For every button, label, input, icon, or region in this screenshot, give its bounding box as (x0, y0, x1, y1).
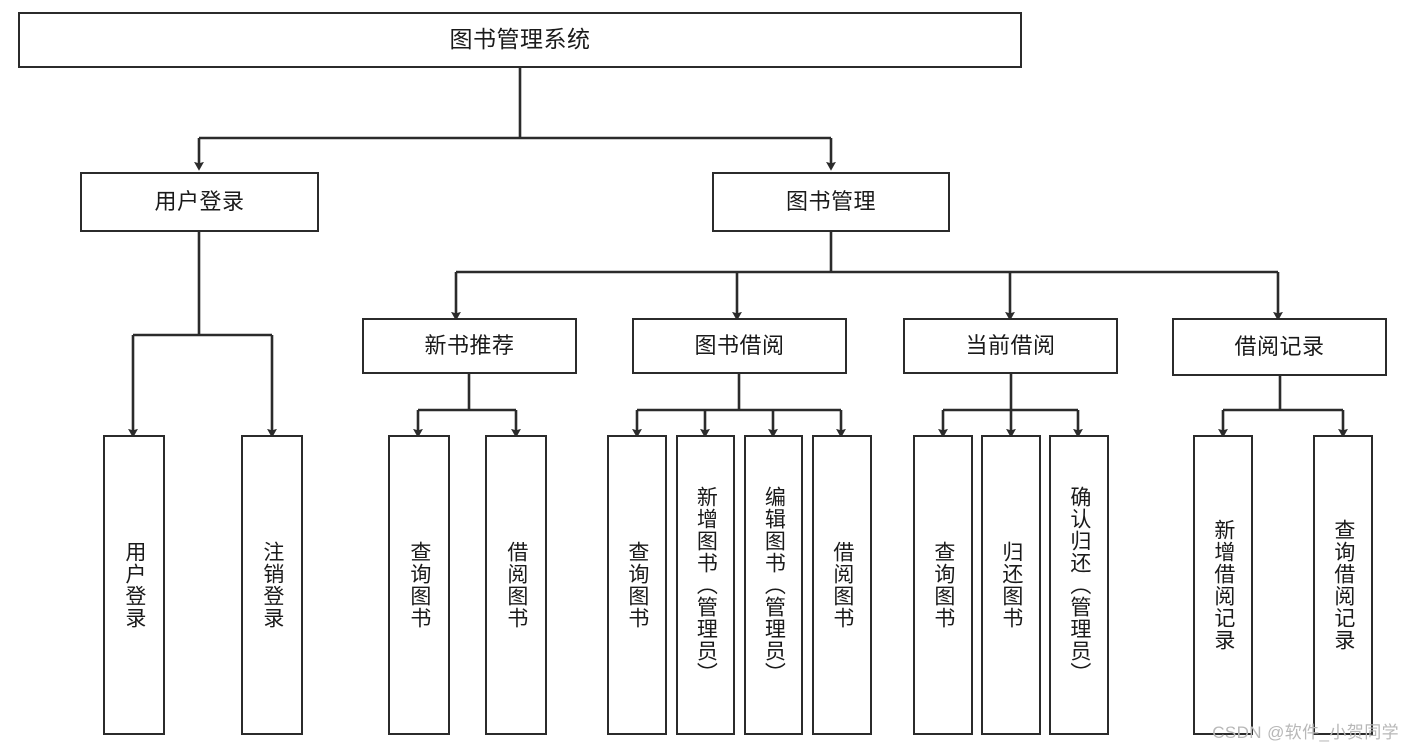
node-current-borrow[interactable]: 当前借阅 (903, 318, 1118, 374)
node-label: 用户登录 (122, 541, 146, 629)
leaf-current-query-book[interactable]: 查询图书 (913, 435, 973, 735)
node-label: 图书管理 (785, 189, 876, 215)
node-label: 新增图书（管理员） (694, 486, 718, 684)
leaf-borrow-edit-book[interactable]: 编辑图书（管理员） (744, 435, 803, 735)
node-label: 归还图书 (999, 541, 1023, 629)
node-label: 新增借阅记录 (1211, 519, 1235, 651)
leaf-user-logout[interactable]: 注销登录 (241, 435, 303, 735)
node-borrow-record[interactable]: 借阅记录 (1172, 318, 1387, 376)
leaf-borrow-borrow-book[interactable]: 借阅图书 (812, 435, 872, 735)
node-label: 借阅图书 (504, 541, 528, 629)
node-label: 借阅图书 (830, 541, 854, 629)
node-label: 图书借阅 (694, 333, 785, 359)
node-label: 当前借阅 (965, 333, 1056, 359)
node-label: 查询图书 (407, 541, 431, 629)
node-label: 编辑图书（管理员） (762, 486, 786, 684)
node-new-book-recommend[interactable]: 新书推荐 (362, 318, 577, 374)
leaf-borrow-add-book[interactable]: 新增图书（管理员） (676, 435, 735, 735)
leaf-borrow-query-book[interactable]: 查询图书 (607, 435, 667, 735)
node-label: 查询图书 (625, 541, 649, 629)
node-label: 查询借阅记录 (1331, 519, 1355, 651)
leaf-record-add[interactable]: 新增借阅记录 (1193, 435, 1253, 735)
node-root-system[interactable]: 图书管理系统 (18, 12, 1022, 68)
node-label: 注销登录 (260, 541, 284, 629)
node-user-login[interactable]: 用户登录 (80, 172, 319, 232)
node-label: 确认归还（管理员） (1067, 486, 1091, 684)
watermark-text: CSDN @软件_小贺同学 (1212, 723, 1399, 742)
node-label: 图书管理系统 (449, 26, 591, 53)
node-label: 用户登录 (154, 189, 245, 215)
leaf-current-return-book[interactable]: 归还图书 (981, 435, 1041, 735)
leaf-new-book-query[interactable]: 查询图书 (388, 435, 450, 735)
node-book-management[interactable]: 图书管理 (712, 172, 950, 232)
leaf-current-confirm-return[interactable]: 确认归还（管理员） (1049, 435, 1109, 735)
leaf-user-login[interactable]: 用户登录 (103, 435, 165, 735)
node-label: 新书推荐 (424, 333, 515, 359)
leaf-new-book-borrow[interactable]: 借阅图书 (485, 435, 547, 735)
leaf-record-query[interactable]: 查询借阅记录 (1313, 435, 1373, 735)
node-label: 借阅记录 (1234, 334, 1325, 360)
node-book-borrow[interactable]: 图书借阅 (632, 318, 847, 374)
node-label: 查询图书 (931, 541, 955, 629)
